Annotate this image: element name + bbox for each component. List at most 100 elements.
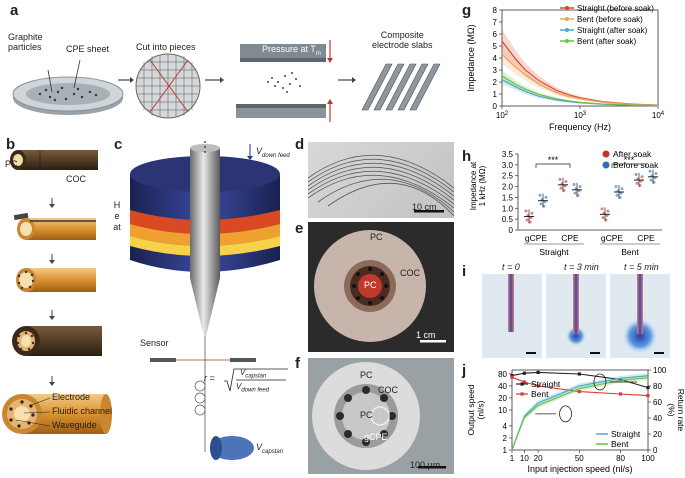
label-pressure: Pressure at Tm xyxy=(262,44,321,57)
h-data-point xyxy=(601,216,605,220)
panel-label-g: g xyxy=(462,2,472,19)
g-legend-label: Straight (before soak) xyxy=(577,4,654,13)
i-label-t0: t = 0 xyxy=(502,262,520,272)
j-series-line xyxy=(511,377,649,451)
h-data-point xyxy=(620,187,624,191)
panel-label-e: e xyxy=(295,220,304,237)
panel-label-d: d xyxy=(295,136,305,153)
fiber-micrograph-photo xyxy=(308,358,454,474)
h-data-point xyxy=(564,180,568,184)
j-series-line xyxy=(511,371,649,389)
label-heat: Heat xyxy=(113,200,121,232)
h-ytick-label: 3.5 xyxy=(502,150,514,159)
g-xlabel: Frequency (Hz) xyxy=(549,122,611,132)
i-label-t5: t = 5 min xyxy=(624,262,659,272)
j-data-point xyxy=(522,371,526,375)
j-y2tick-label: 20 xyxy=(653,430,662,439)
h-category-label: CPE xyxy=(561,233,579,243)
h-legend-label: After soak xyxy=(613,149,652,159)
j-legend-label: Bent xyxy=(531,389,549,399)
e-label-pc-outer: PC xyxy=(370,232,383,242)
g-legend-marker xyxy=(565,39,569,43)
j-y2tick-label: 60 xyxy=(653,398,662,407)
j-legend-label: Bent xyxy=(611,439,629,449)
panel-label-b: b xyxy=(6,136,16,153)
j-data-point xyxy=(536,384,540,388)
j-xtick-label: 10 xyxy=(520,454,529,463)
h-data-point xyxy=(606,209,610,213)
panel-label-j: j xyxy=(462,362,467,379)
j-ytick-label: 10 xyxy=(498,406,507,415)
panel-a-illustration xyxy=(12,40,441,122)
j-series-band xyxy=(512,375,648,450)
g-ytick-label: 6 xyxy=(493,30,498,39)
h-category-label: gCPE xyxy=(601,233,624,243)
h-ytick-label: 1.0 xyxy=(502,204,514,213)
h-data-point xyxy=(648,169,652,173)
h-significance-bracket xyxy=(611,163,647,168)
h-data-point xyxy=(578,185,582,189)
j-data-point xyxy=(618,378,623,382)
j-ytick-label: 2 xyxy=(503,434,508,443)
g-ytick-label: 7 xyxy=(493,18,498,27)
h-ytick-label: 1.5 xyxy=(502,193,514,202)
j-legend-marker xyxy=(520,382,524,386)
h-category-label: CPE xyxy=(637,233,655,243)
h-significance-label: *** xyxy=(624,155,635,165)
g-ytick-label: 1 xyxy=(493,90,498,99)
g-series-band xyxy=(502,74,658,106)
h-significance-label: *** xyxy=(548,155,559,165)
h-data-point xyxy=(649,178,653,182)
j-legend-label: Straight xyxy=(531,379,561,389)
j-data-point xyxy=(577,390,581,394)
g-ytick-label: 3 xyxy=(493,66,498,75)
h-legend-marker xyxy=(602,150,610,158)
f-label-coc: COC xyxy=(378,385,398,395)
h-ytick-label: 2.5 xyxy=(502,172,514,181)
label-sensor: Sensor xyxy=(140,338,169,348)
h-data-point xyxy=(573,191,577,195)
j-ytick-label: 80 xyxy=(498,370,507,379)
g-legend-label: Bent (before soak) xyxy=(577,15,643,24)
h-data-point xyxy=(530,211,534,215)
h-data-point xyxy=(539,202,543,206)
h-data-point xyxy=(654,172,658,175)
label-graphite-particles: Graphite particles xyxy=(8,32,43,52)
j-xtick-label: 50 xyxy=(575,454,584,463)
j-data-point xyxy=(536,370,540,374)
g-xtick-label: 104 xyxy=(652,111,665,120)
label-b-coc: COC xyxy=(66,174,86,184)
j-y2tick-label: 80 xyxy=(653,382,662,391)
h-ytick-label: 0 xyxy=(509,226,514,235)
j-ytick-label: 20 xyxy=(498,394,507,403)
j-data-point xyxy=(577,372,581,376)
panel-label-f: f xyxy=(295,355,300,372)
h-group-label: Straight xyxy=(539,247,569,257)
e-label-coc: COC xyxy=(400,268,420,278)
j-ylabel: Output speed(nl/s) xyxy=(466,384,485,435)
h-legend-marker xyxy=(602,161,610,169)
i-label-t3: t = 3 min xyxy=(564,262,599,272)
label-cpe-sheet: CPE sheet xyxy=(66,44,110,54)
h-legend-label: Before soak xyxy=(613,160,659,170)
j-left-axis-marker xyxy=(559,405,572,423)
fiber-coil-photo xyxy=(308,142,454,218)
h-data-point xyxy=(559,186,563,190)
f-label-pc-inner: PC xyxy=(360,410,373,420)
panel-label-a: a xyxy=(10,2,19,19)
g-series-line xyxy=(501,75,659,107)
h-data-point xyxy=(634,173,638,177)
g-ytick-label: 2 xyxy=(493,78,498,87)
h-ytick-label: 2.0 xyxy=(502,183,514,192)
f-scale-label: 100 µm xyxy=(410,460,441,470)
g-ytick-label: 4 xyxy=(493,54,498,63)
j-y2tick-label: 0 xyxy=(653,446,658,455)
label-fluidic-channel: Fluidic channel xyxy=(52,406,113,416)
j-y2tick-label: 100 xyxy=(653,366,667,375)
h-data-point xyxy=(640,175,644,179)
g-ytick-label: 8 xyxy=(493,6,498,15)
g-legend-marker xyxy=(565,28,569,32)
h-group-label: Bent xyxy=(621,247,639,257)
d-scale-label: 10 cm xyxy=(412,202,437,212)
